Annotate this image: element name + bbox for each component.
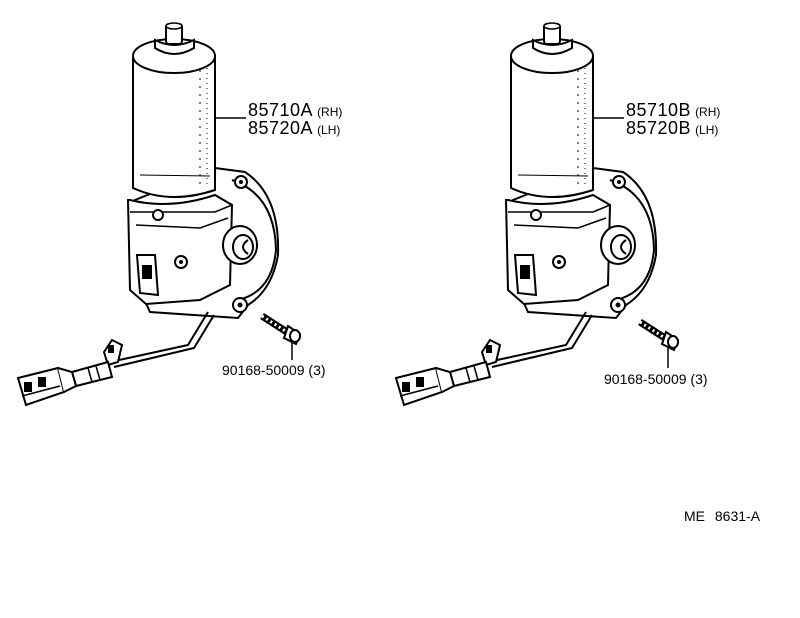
motor-assembly-a <box>17 22 280 406</box>
part-number: 85720B <box>626 118 692 138</box>
part-number-rh-b: 85710B(RH) <box>626 101 720 120</box>
part-number-lh-a: 85720A(LH) <box>248 119 340 138</box>
bolt-a <box>262 316 300 344</box>
motor-assembly-b <box>395 22 658 406</box>
diagram-code: ME 8631-A <box>684 508 761 524</box>
side-label: (LH) <box>317 123 341 137</box>
part-number: 85710B <box>626 100 692 120</box>
bolt-part-number-a: 90168-50009 (3) <box>222 362 326 378</box>
bolt-part-number-b: 90168-50009 (3) <box>604 371 708 387</box>
bolt-b <box>640 322 678 350</box>
side-label: (RH) <box>695 105 721 119</box>
side-label: (LH) <box>695 123 719 137</box>
part-number-lh-b: 85720B(LH) <box>626 119 718 138</box>
part-number: 85720A <box>248 118 314 138</box>
side-label: (RH) <box>317 105 343 119</box>
part-number: 85710A <box>248 100 314 120</box>
part-number-rh-a: 85710A(RH) <box>248 101 342 120</box>
